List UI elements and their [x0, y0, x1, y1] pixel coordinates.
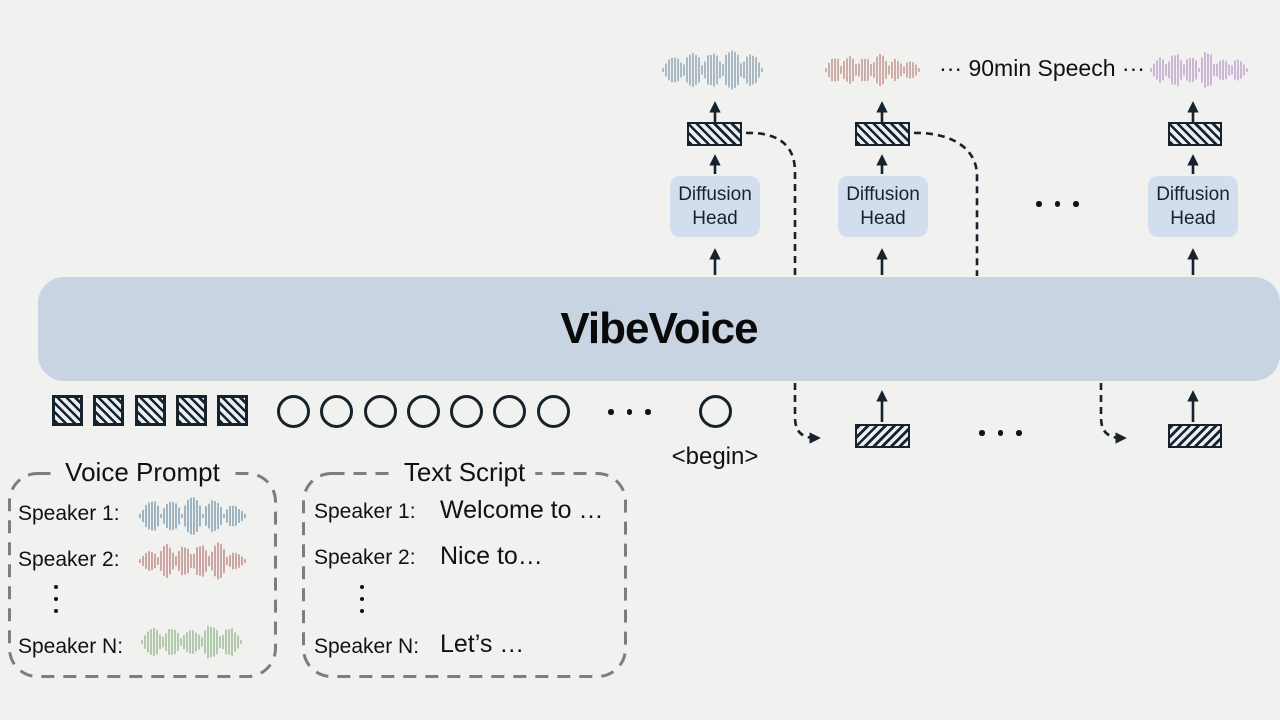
output-latent-box-3: [1168, 122, 1222, 146]
heads-ellipsis-dots: [1036, 201, 1079, 207]
dashed-autoregressive-1-lower: [793, 383, 821, 444]
text-token-circle: [450, 395, 484, 428]
text-script-panel: Text Script Speaker 1: Welcome to … Spea…: [302, 457, 627, 678]
speaker-label: Speaker 2:: [18, 548, 120, 571]
acoustic-token-square: [134, 395, 166, 426]
script-text: Welcome to …: [440, 496, 604, 524]
output-latent-box-1: [687, 122, 742, 146]
voice-prompt-waveform-n: [141, 625, 242, 659]
token-row-ellipsis-dots: [608, 409, 651, 415]
vibevoice-model-bar: VibeVoice: [38, 277, 1280, 381]
more-speakers-vdots: [54, 585, 58, 613]
acoustic-token-square: [217, 395, 249, 426]
acoustic-token-row: [52, 395, 249, 426]
text-token-circle: [493, 395, 527, 428]
more-speakers-vdots: [360, 585, 364, 613]
text-token-circle: [320, 395, 354, 428]
begin-token-label: <begin>: [671, 443, 759, 470]
voice-prompt-panel: Voice Prompt Speaker 1: Speaker 2: Speak…: [8, 457, 277, 678]
speech-duration-label: ··· 90min Speech ···: [939, 55, 1145, 81]
diffusion-head-label: Diffusion Head: [846, 183, 920, 229]
feedback-latent-box-2: [1168, 424, 1222, 448]
acoustic-token-square: [52, 395, 83, 426]
voice-prompt-waveform-2: [139, 542, 246, 580]
generated-waveform-1: [662, 50, 763, 90]
text-token-circle: [363, 395, 397, 428]
text-script-title: Text Script: [393, 457, 536, 488]
generated-waveform-3: [1150, 51, 1248, 89]
speaker-label: Speaker N:: [18, 635, 124, 658]
generated-waveform-2: [825, 53, 920, 87]
feedback-ellipsis-dots: [979, 430, 1022, 436]
output-latent-box-2: [855, 122, 910, 146]
diffusion-head-1: Diffusion Head: [670, 176, 760, 237]
script-text: Let’s …: [440, 630, 525, 658]
speaker-label: Speaker 1:: [314, 500, 416, 523]
text-token-row: [277, 395, 570, 428]
begin-token-circle: [699, 395, 732, 428]
voice-prompt-title: Voice Prompt: [55, 457, 230, 488]
speaker-label: Speaker 2:: [314, 546, 416, 569]
acoustic-token-square: [93, 395, 125, 426]
dashed-autoregressive-3-lower: [1099, 383, 1127, 444]
text-token-circle: [536, 395, 570, 428]
speaker-label: Speaker 1:: [18, 502, 120, 525]
voice-prompt-waveform-1: [139, 497, 246, 535]
speaker-label: Speaker N:: [314, 635, 420, 658]
diffusion-head-label: Diffusion Head: [1156, 183, 1230, 229]
acoustic-token-square: [175, 395, 207, 426]
diffusion-head-2: Diffusion Head: [838, 176, 928, 237]
diffusion-head-3: Diffusion Head: [1148, 176, 1238, 237]
script-text: Nice to…: [440, 542, 543, 570]
diffusion-head-label: Diffusion Head: [678, 183, 752, 229]
text-token-circle: [406, 395, 440, 428]
model-title: VibeVoice: [560, 304, 758, 353]
text-token-circle: [277, 395, 310, 428]
feedback-latent-box-1: [855, 424, 910, 448]
